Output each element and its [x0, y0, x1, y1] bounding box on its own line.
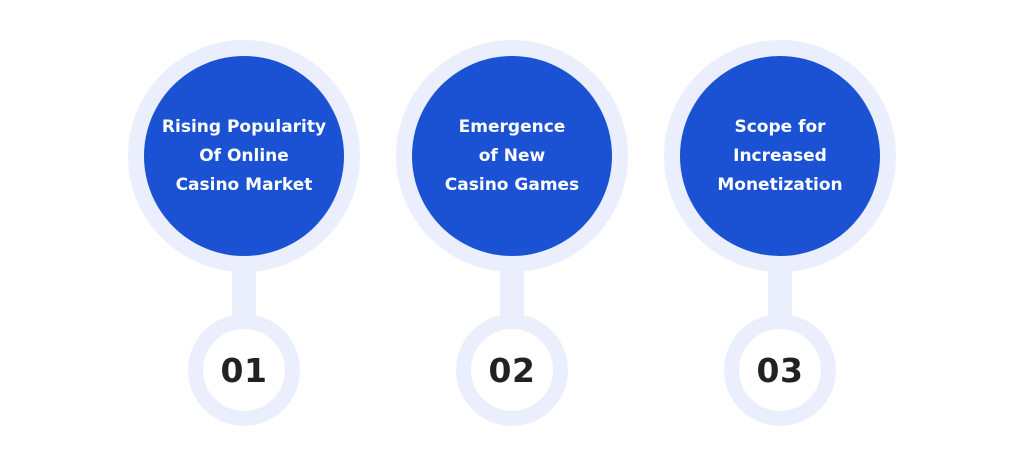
step-3-number-inner [739, 329, 821, 411]
step-1-circle [144, 56, 344, 256]
step-1-label: Rising Popularity Of Online Casino Marke… [161, 116, 327, 195]
step-3-number: 03 [756, 350, 804, 390]
step-1-number-inner [203, 329, 285, 411]
step-3: Scope for Increased Monetization 03 [664, 40, 896, 426]
step-2: Emergence of New Casino Games 02 [396, 40, 628, 426]
step-3-connector-shape [664, 40, 896, 426]
step-1-number: 01 [220, 350, 268, 390]
step-2-label: Emergence of New Casino Games [444, 116, 580, 195]
step-2-circle [412, 56, 612, 256]
step-3-circle [680, 56, 880, 256]
step-2-number: 02 [488, 350, 536, 390]
step-2-connector-shape [396, 40, 628, 426]
step-2-number-inner [471, 329, 553, 411]
step-1: Rising Popularity Of Online Casino Marke… [128, 40, 360, 426]
step-1-connector-shape [128, 40, 360, 426]
step-3-label: Scope for Increased Monetization [717, 116, 843, 195]
